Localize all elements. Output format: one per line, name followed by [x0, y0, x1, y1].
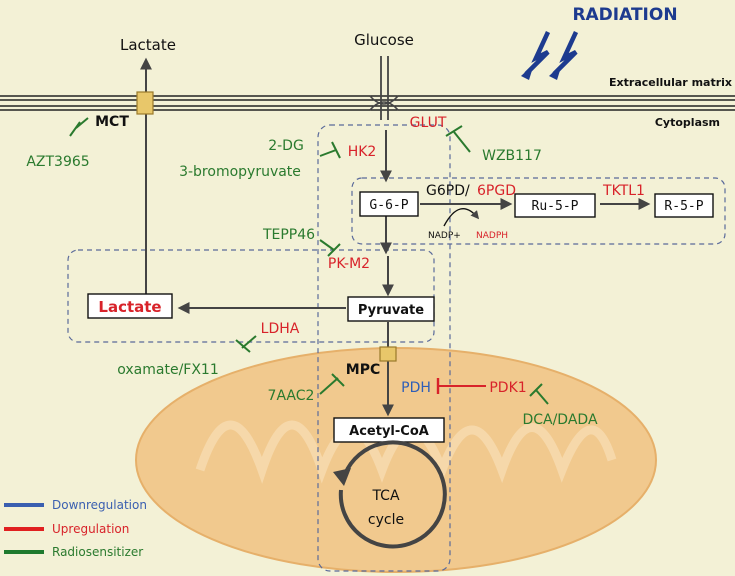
- ru5p-label: Ru-5-P: [532, 199, 579, 214]
- ldha-label: LDHA: [261, 321, 300, 337]
- legend: Downregulation Upregulation Radiosensiti…: [4, 498, 147, 559]
- hk2-label: HK2: [348, 144, 377, 160]
- cytoplasm-label: Cytoplasm: [655, 116, 720, 129]
- legend-upregulation: Upregulation: [52, 522, 129, 536]
- title: RADIATION: [572, 5, 677, 25]
- lactate-region: [67, 249, 435, 343]
- tktl1-label: TKTL1: [602, 183, 645, 199]
- tca-label-1: TCA: [371, 488, 400, 504]
- azt3965-label: AZT3965: [26, 154, 89, 170]
- pdk1-label: PDK1: [489, 380, 526, 396]
- 2dg-label: 2-DG: [268, 138, 304, 154]
- inhibitor-ldha: [235, 335, 257, 353]
- tca-cycle: [333, 440, 447, 549]
- acetyl-coa-label: Acetyl-CoA: [349, 424, 429, 439]
- mpc-transporter: [379, 346, 397, 362]
- ru5p-box: [514, 193, 596, 218]
- inhibitor-mpc: [319, 373, 345, 395]
- pentose-phosphate-region: [351, 177, 726, 245]
- mct-label: MCT: [95, 114, 129, 130]
- lactate-box: [87, 293, 173, 319]
- lactate-out-label: Lactate: [120, 36, 176, 54]
- radiation-arrow-icon: [521, 31, 579, 80]
- pyruvate-label: Pyruvate: [358, 303, 424, 318]
- r5p-box: [654, 193, 714, 218]
- pkm2-label: PK-M2: [328, 256, 370, 272]
- g6p-box: [359, 191, 419, 217]
- tca-label-2: cycle: [368, 512, 404, 528]
- lactate-label: Lactate: [98, 298, 161, 316]
- inhibitor-pkm2: [319, 239, 341, 257]
- dca-label: DCA/DADA: [522, 412, 597, 428]
- wzb117-label: WZB117: [482, 148, 542, 164]
- mpc-label: MPC: [346, 362, 380, 378]
- inhibitor-wzb117: [445, 125, 471, 153]
- glut-label: GLUT: [410, 115, 447, 131]
- inhibitor-pdk1: [529, 383, 549, 405]
- glucose-label: Glucose: [354, 31, 414, 49]
- inhibitor-azt3965: [69, 117, 89, 137]
- nadph-label: NADPH: [476, 231, 508, 241]
- nadp-curve: [443, 208, 480, 227]
- g6pd-label: G6PD/: [426, 183, 470, 199]
- g6p-label: G-6-P: [369, 198, 408, 213]
- tepp46-label: TEPP46: [262, 227, 315, 243]
- extracellular-label: Extracellular matrix: [609, 76, 732, 89]
- acetyl-coa-box: [333, 417, 445, 443]
- legend-radiosensitizer: Radiosensitizer: [52, 545, 143, 559]
- r5p-label: R-5-P: [664, 199, 703, 214]
- pdh-label: PDH: [401, 380, 431, 396]
- 3-bromopyruvate-label: 3-bromopyruvate: [179, 164, 301, 180]
- nadp-label: NADP+: [428, 231, 461, 241]
- glycolysis-region: [317, 124, 451, 572]
- pyruvate-box: [347, 296, 435, 322]
- glut-channel: [369, 56, 399, 120]
- mct-transporter: [136, 91, 154, 115]
- 7aac2-label: 7AAC2: [268, 388, 315, 404]
- oxamate-label: oxamate/FX11: [117, 362, 219, 378]
- mitochondrion: [135, 347, 657, 573]
- 6pgd-label: 6PGD: [477, 183, 516, 199]
- inhibitor-hk2: [319, 141, 341, 159]
- legend-downregulation: Downregulation: [52, 498, 147, 512]
- cell-membrane: [0, 95, 735, 111]
